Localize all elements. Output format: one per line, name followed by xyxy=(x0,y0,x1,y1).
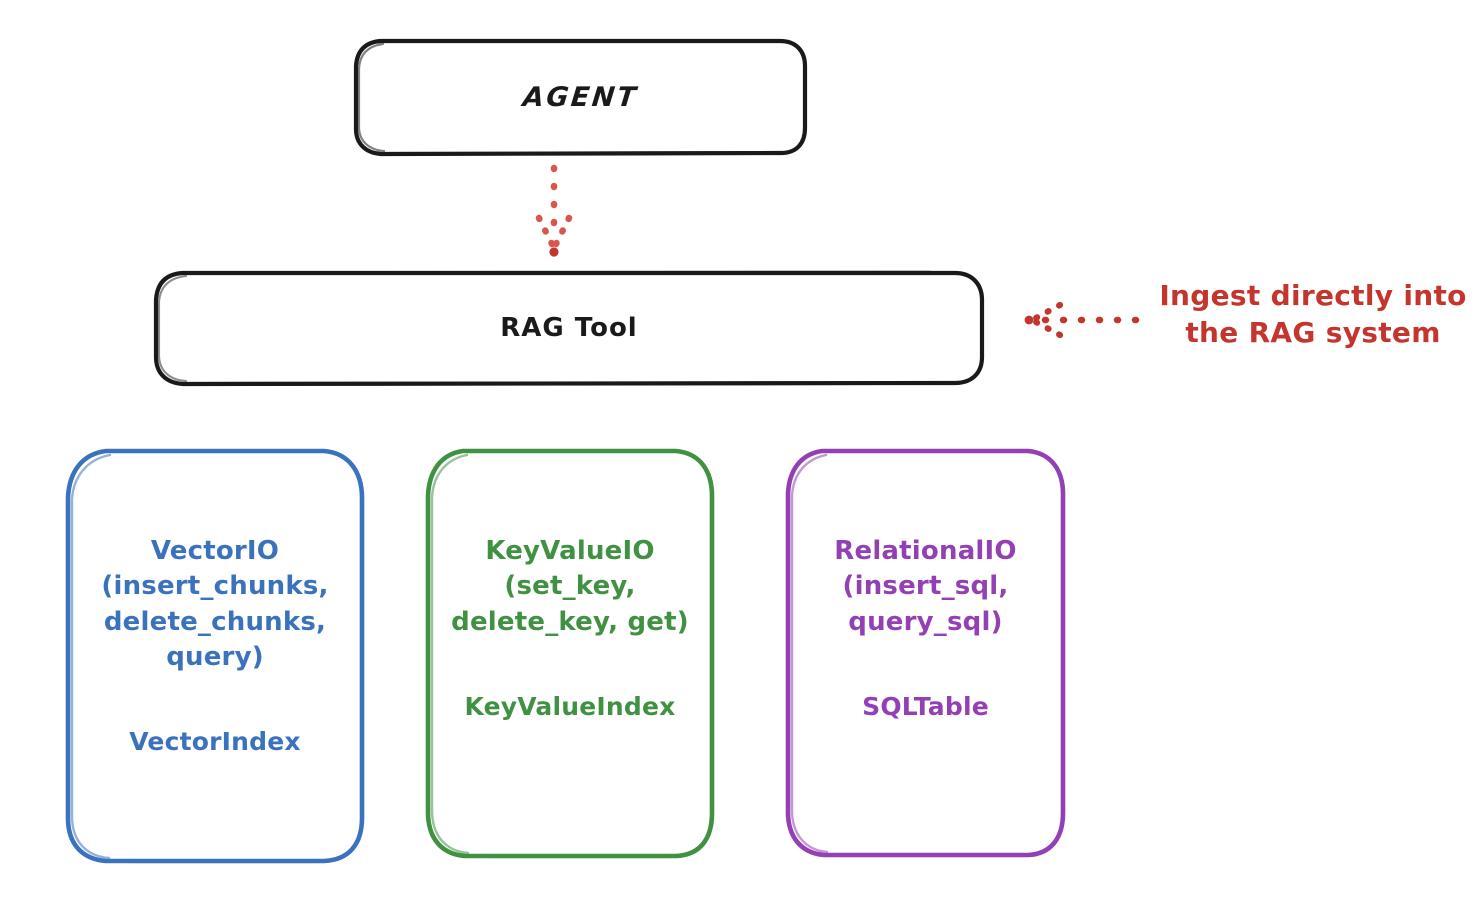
vector-store-box-outline xyxy=(65,448,365,864)
relational-store-index-label: SQLTable xyxy=(862,692,989,722)
keyvalue-store-index-label: KeyValueIndex xyxy=(464,692,676,722)
rag-tool-label: RAG Tool xyxy=(500,313,638,343)
agent-to-rag-connector xyxy=(535,164,573,257)
agent-box-outline xyxy=(353,38,808,157)
vector-store-text: VectorIO (insert_chunks, delete_chunks, … xyxy=(68,534,362,756)
relational-store-node[interactable]: RelationalIO (insert_sql, query_sql) SQL… xyxy=(788,450,1063,862)
keyvalue-store-text: KeyValueIO (set_key, delete_key, get) Ke… xyxy=(428,534,712,721)
relational-store-api-label: RelationalIO (insert_sql, query_sql) xyxy=(834,536,1017,637)
vector-store-node[interactable]: VectorIO (insert_chunks, delete_chunks, … xyxy=(68,450,362,862)
rag-tool-node[interactable]: RAG Tool xyxy=(156,272,982,384)
keyvalue-store-api-label: KeyValueIO (set_key, delete_key, get) xyxy=(451,536,689,637)
vector-store-index-label: VectorIndex xyxy=(129,727,301,757)
keyvalue-store-node[interactable]: KeyValueIO (set_key, delete_key, get) Ke… xyxy=(428,450,712,862)
rag-tool-box-outline xyxy=(153,270,985,387)
vector-store-api-label: VectorIO (insert_chunks, delete_chunks, … xyxy=(101,536,329,673)
keyvalue-store-box-outline xyxy=(425,448,715,859)
relational-store-box-outline xyxy=(785,448,1066,858)
relational-store-text: RelationalIO (insert_sql, query_sql) SQL… xyxy=(788,534,1063,721)
agent-label: AGENT xyxy=(521,81,641,113)
ingest-arrow-connector xyxy=(1024,301,1140,339)
ingest-annotation-label: Ingest directly into the RAG system xyxy=(1159,279,1467,349)
agent-node[interactable]: AGENT xyxy=(356,40,806,154)
